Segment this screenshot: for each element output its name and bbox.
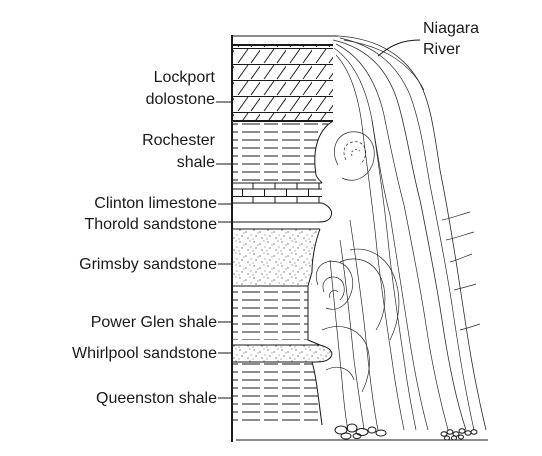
whirlpool-sandstone-layer: [232, 345, 332, 362]
label-grimsby-sandstone: Grimsby sandstone: [79, 256, 217, 273]
label-power-glen-shale: Power Glen shale: [91, 314, 217, 331]
rubble: [334, 423, 478, 441]
waterfall: [315, 35, 487, 431]
layer-labels: Lockport dolostone Rochester shale Clint…: [72, 20, 479, 407]
rochester-shale-layer: [232, 121, 333, 182]
label-niagara-river-line2: River: [423, 41, 461, 58]
label-niagara-river-line1: Niagara: [423, 20, 479, 37]
label-whirlpool-sandstone: Whirlpool sandstone: [72, 345, 217, 362]
lockport-dolostone-layer: [232, 45, 333, 120]
thorold-sandstone-layer: [232, 204, 332, 222]
column-outline: [231, 35, 488, 442]
leader-lines: [216, 39, 421, 399]
label-lockport-line1: Lockport: [154, 69, 216, 86]
label-rochester-line1: Rochester: [142, 132, 216, 149]
grimsby-sandstone-layer: [232, 229, 320, 285]
label-rochester-line2: shale: [177, 154, 215, 171]
label-thorold-sandstone: Thorold sandstone: [84, 216, 217, 233]
label-lockport-line2: dolostone: [146, 91, 215, 108]
label-queenston-shale: Queenston shale: [96, 390, 217, 407]
clinton-limestone-layer: [232, 183, 322, 203]
power-glen-shale-layer: [232, 286, 308, 340]
label-clinton-limestone: Clinton limestone: [94, 195, 217, 212]
queenston-shale-layer: [232, 363, 322, 425]
rock-column: [232, 45, 333, 425]
